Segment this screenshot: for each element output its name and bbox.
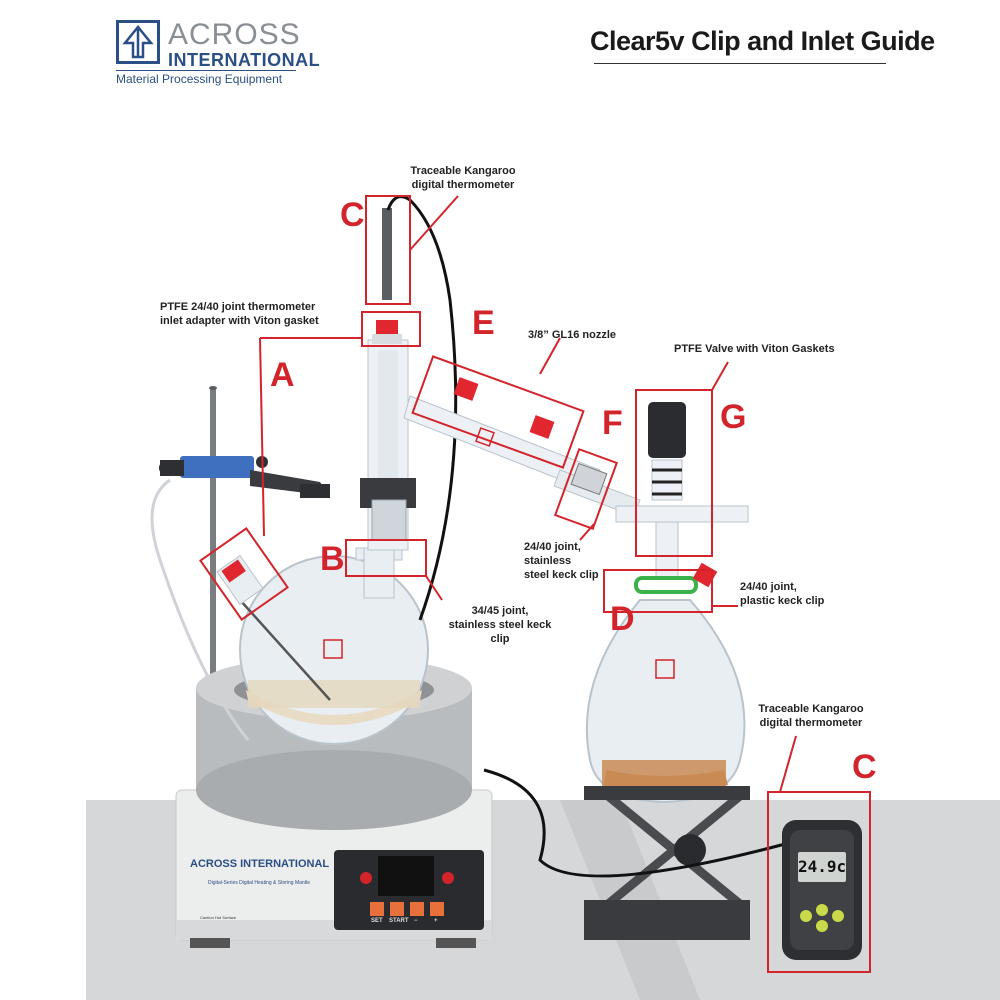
nozzle-cap-1: [453, 377, 479, 401]
callout-letter-f: F: [602, 404, 623, 442]
logo-brand-line1: ACROSS: [168, 18, 301, 51]
mantle-brand: ACROSS INTERNATIONAL: [190, 858, 330, 870]
mantle-power-icon: [360, 872, 372, 884]
logo-tagline: Material Processing Equipment: [116, 70, 296, 86]
callout-letter-g: G: [720, 398, 747, 436]
mantle-warning: Caution Hot Surface: [200, 915, 237, 920]
label-nozzle: 3/8” GL16 nozzle: [528, 329, 617, 341]
mantle-label-plus: +: [434, 918, 438, 924]
mantle-subtitle: Digital-Series Digital Heating & Stirrin…: [208, 880, 310, 886]
callout-box-g: [635, 389, 713, 557]
title-underline: [594, 63, 886, 64]
stand-rod-top: [209, 386, 217, 390]
callout-letter-b: B: [320, 540, 345, 578]
callout-letter-c-bottom: C: [852, 748, 877, 786]
label-ptfe-inlet: PTFE 24/40 joint thermometer inlet adapt…: [160, 301, 319, 327]
across-international-logo: ACROSS INTERNATIONAL Material Processing…: [116, 18, 320, 90]
label-ptfe-valve: PTFE Valve with Viton Gaskets: [674, 343, 835, 355]
mantle-button-start: [390, 902, 404, 916]
label-joint-2440-steel: 24/40 joint, stainless steel keck clip: [524, 541, 599, 581]
callout-box-d: [603, 569, 713, 613]
logo-brand-line2: INTERNATIONAL: [168, 50, 321, 70]
thermometer-display: 24.9c: [798, 852, 846, 882]
page-title: Clear5v Clip and Inlet Guide: [590, 26, 935, 56]
lab-jack-base: [584, 900, 750, 940]
callout-box-inlet: [361, 311, 421, 347]
label-joint-3445: 34/45 joint, stainless steel keck clip: [448, 605, 552, 645]
lab-jack-knob: [674, 834, 706, 866]
logo-arrow-icon: [116, 20, 160, 64]
clamp-holder: [180, 456, 254, 478]
callout-letter-a: A: [270, 356, 295, 394]
callout-box-a: [199, 527, 289, 621]
thermometer-probe: [382, 208, 392, 300]
mantle-display: [378, 856, 434, 896]
label-thermometer-top: Traceable Kangaroo digital thermometer: [410, 165, 516, 191]
callout-letter-c-top: C: [340, 196, 365, 234]
label-thermometer-bottom: Traceable Kangaroo digital thermometer: [758, 703, 864, 729]
nozzle-cap-2: [529, 415, 555, 439]
callout-box-f: [553, 447, 619, 531]
mantle-button-minus: [410, 902, 424, 916]
callout-box-c-bottom: [767, 791, 871, 973]
mantle-label-minus: −: [414, 918, 418, 924]
callout-letter-e: E: [472, 304, 495, 342]
lab-jack-top: [584, 786, 750, 800]
mantle-label-start: START: [389, 918, 409, 924]
plastic-keck-clip: [634, 576, 698, 594]
callout-box-e: [411, 355, 585, 469]
stand-rod: [210, 388, 216, 688]
mantle-label-set: SET: [371, 918, 383, 924]
valve-handle: [648, 402, 686, 458]
label-joint-2440-plastic: 24/40 joint, plastic keck clip: [740, 581, 825, 607]
mantle-button-set: [370, 902, 384, 916]
mantle-button-plus: [430, 902, 444, 916]
thermometer-inlet-cap: [376, 320, 398, 336]
receiving-flask: [585, 599, 746, 804]
callout-box-b: [345, 539, 427, 577]
callout-letter-d: D: [610, 600, 635, 638]
